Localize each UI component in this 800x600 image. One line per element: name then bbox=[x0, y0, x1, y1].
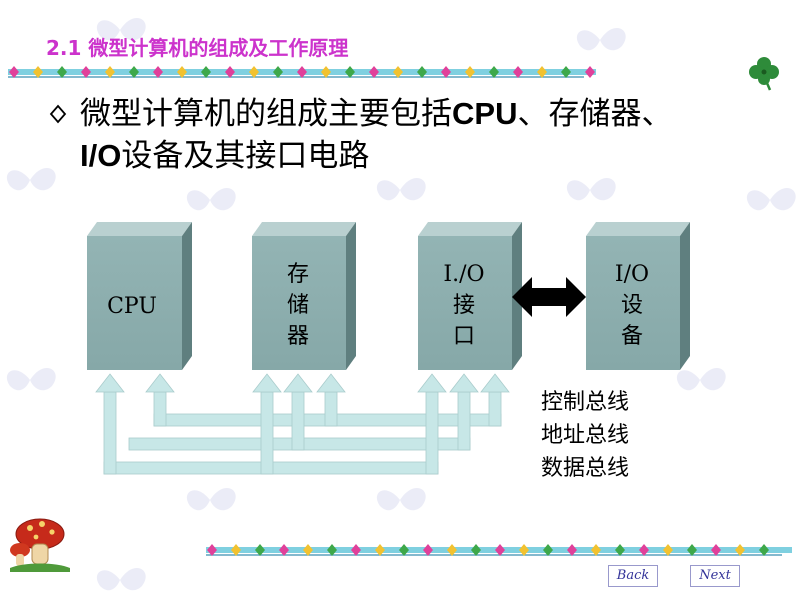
cpu-label-line: CPU bbox=[107, 294, 157, 319]
io-interface-label: I./O 接 口 bbox=[418, 259, 510, 352]
next-button[interactable]: Next bbox=[690, 565, 740, 587]
clover-icon bbox=[749, 57, 779, 91]
io-device-label-line2: 设 bbox=[620, 293, 643, 318]
decorative-ribbon-bottom bbox=[206, 544, 792, 556]
bullet-text-io: I/O bbox=[80, 138, 122, 173]
bullet-text-line2: I/O设备及其接口电路 bbox=[80, 136, 369, 176]
diamond-bullet-icon bbox=[49, 104, 67, 124]
io-device-label: I/O 设 备 bbox=[586, 259, 678, 352]
system-bus bbox=[95, 373, 510, 475]
bullet-text-tail: 、存储器、 bbox=[517, 96, 673, 132]
io-device-box bbox=[586, 222, 690, 370]
memory-box bbox=[252, 222, 356, 370]
section-title: 2.1 微型计算机的组成及工作原理 bbox=[46, 36, 349, 60]
address-bus-label: 地址总线 bbox=[541, 423, 630, 448]
back-button[interactable]: Back bbox=[608, 565, 658, 587]
memory-label-line3: 器 bbox=[286, 324, 309, 349]
bullet-text-cjk: 微型计算机的组成主要包括 bbox=[80, 96, 452, 132]
io-interface-label-line3: 口 bbox=[452, 324, 475, 349]
io-device-label-line3: 备 bbox=[620, 324, 643, 349]
cpu-label: CPU bbox=[87, 291, 177, 322]
io-device-label-line1: I/O bbox=[614, 262, 650, 287]
io-interface-label-line1: I./O bbox=[443, 262, 485, 287]
bullet-text-cpu: CPU bbox=[452, 96, 518, 131]
bidirectional-arrow-icon bbox=[512, 277, 586, 317]
io-interface-box bbox=[418, 222, 522, 370]
decorative-ribbon-top bbox=[8, 66, 596, 78]
io-interface-label-line2: 接 bbox=[452, 293, 475, 318]
mushroom-icon bbox=[10, 518, 70, 572]
bullet-text-line1: 微型计算机的组成主要包括CPU、存储器、 bbox=[80, 94, 672, 134]
data-bus-label: 数据总线 bbox=[541, 456, 630, 481]
control-bus-label: 控制总线 bbox=[541, 390, 630, 415]
cpu-box bbox=[87, 222, 192, 370]
bullet-text-tail2: 设备及其接口电路 bbox=[121, 138, 370, 174]
memory-label: 存 储 器 bbox=[252, 259, 344, 352]
memory-label-line2: 储 bbox=[286, 293, 309, 318]
memory-label-line1: 存 bbox=[286, 262, 309, 287]
